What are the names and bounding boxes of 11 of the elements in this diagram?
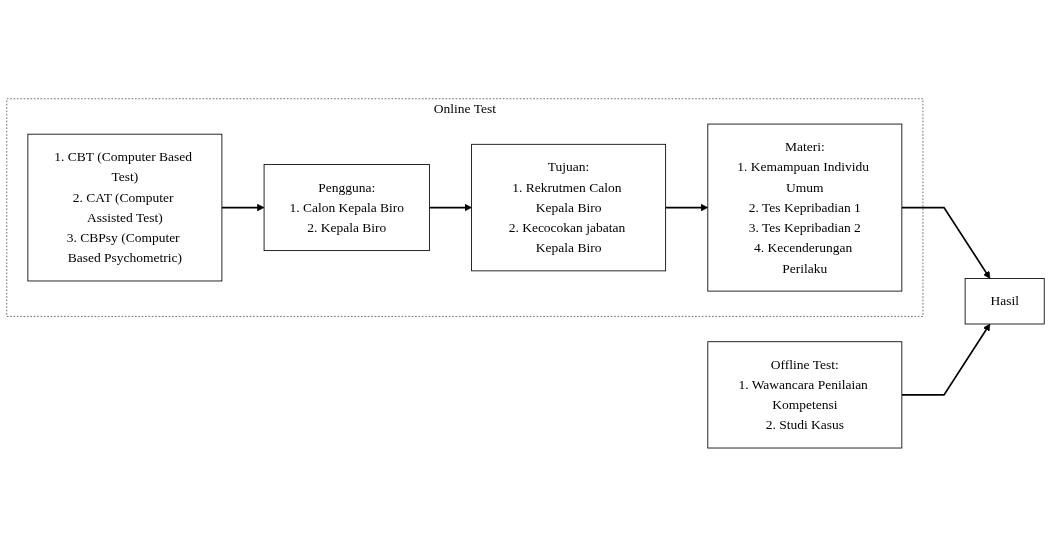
- node-box: 1. CBT (Computer Based Test) 2. CAT (Computer Assisted Test) 3. CBPsy (Computer Based Psychometric): [27, 133, 223, 281]
- node-box: Pengguna: 1. Calon Kepala Biro 2. Kepala Biro: [263, 163, 430, 251]
- arrow: [428, 203, 472, 211]
- node-box: Tujuan: 1. Rekrutmen Calon Kepala Biro 2. Kecocokan jabatan Kepala Biro: [471, 143, 667, 271]
- arrow: [901, 206, 991, 279]
- arrow: [221, 203, 265, 211]
- arrow: [664, 203, 709, 211]
- node-box: Offline Test: 1. Wawancara Penilaian Kompetensi 2. Studi Kasus: [707, 340, 903, 449]
- node-box: Materi: 1. Kemampuan Individu Umum 2. Tes Kepribadian 1 3. Tes Kepribadian 2 4. Kecenderungan Perilaku: [707, 123, 903, 292]
- node-box: Hasil: [964, 277, 1045, 325]
- arrow: [901, 323, 991, 396]
